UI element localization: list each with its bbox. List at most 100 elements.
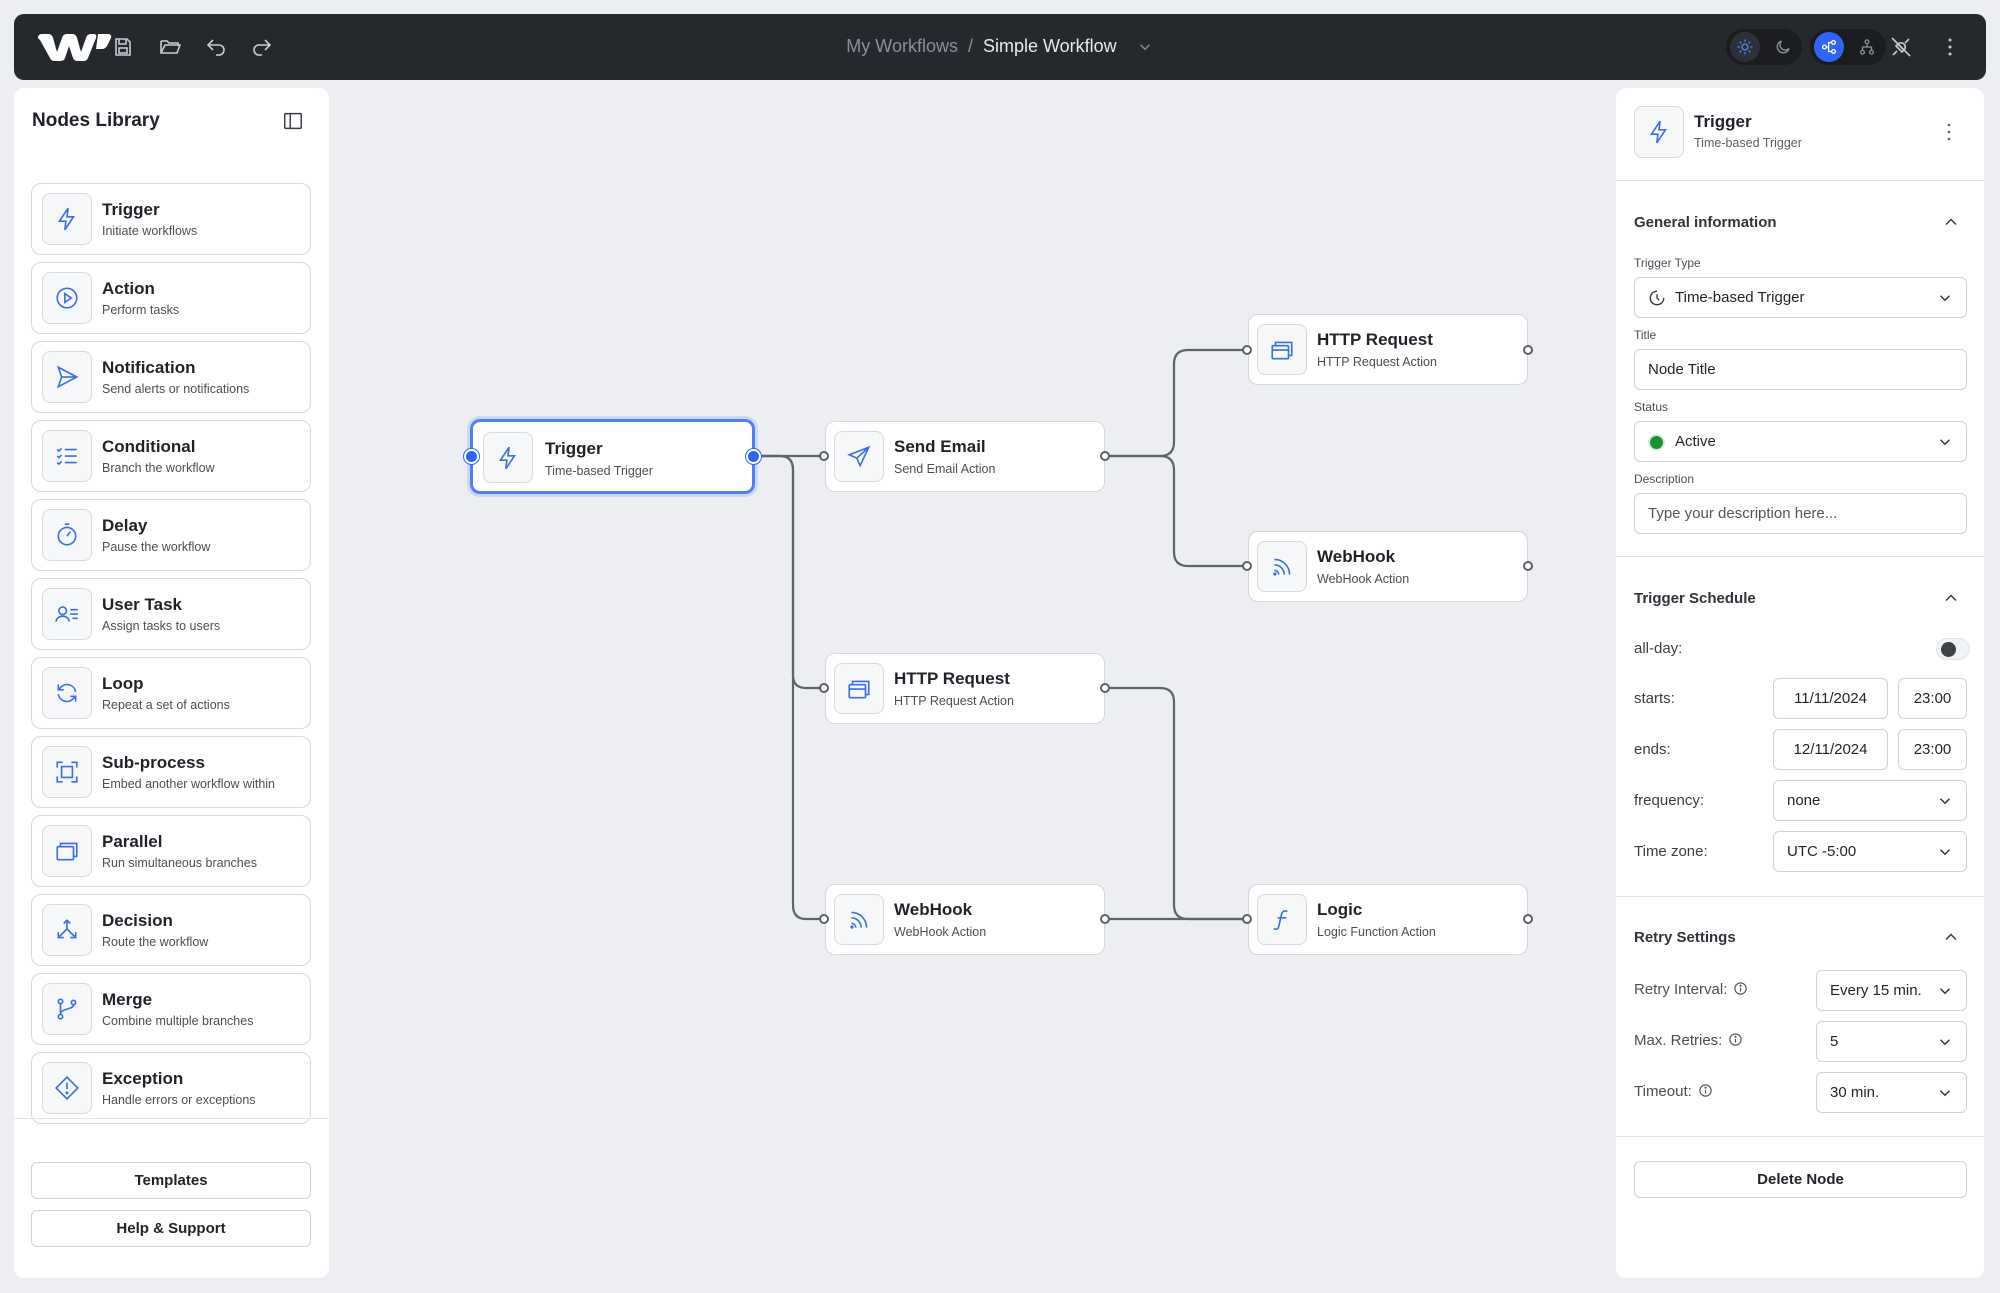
- starts-date-input[interactable]: 11/11/2024: [1773, 678, 1888, 719]
- hierarchy-icon: [1859, 39, 1875, 55]
- node-subtitle: HTTP Request Action: [1317, 355, 1437, 369]
- library-item-decision[interactable]: Decision Route the workflow: [31, 894, 311, 966]
- workflow-name[interactable]: Simple Workflow: [982, 36, 1117, 56]
- divider: [1616, 1136, 1984, 1137]
- timeout-label: Timeout:: [1634, 1083, 1713, 1100]
- retry-interval-select[interactable]: Every 15 min.: [1816, 970, 1967, 1011]
- select-value: none: [1787, 792, 1821, 809]
- description-input[interactable]: Type your description here...: [1634, 493, 1967, 534]
- save-icon[interactable]: [111, 35, 135, 59]
- node-output-port[interactable]: [1523, 561, 1533, 571]
- frequency-select[interactable]: none: [1773, 780, 1967, 821]
- theme-switcher: [1726, 29, 1802, 65]
- library-item-loop[interactable]: Loop Repeat a set of actions: [31, 657, 311, 729]
- field-label: Trigger Type: [1634, 256, 1701, 270]
- templates-button[interactable]: Templates: [31, 1162, 311, 1199]
- node-output-port[interactable]: [1100, 914, 1110, 924]
- starts-time-input[interactable]: 23:00: [1898, 678, 1967, 719]
- allday-toggle[interactable]: [1936, 638, 1970, 660]
- node-input-port[interactable]: [1242, 345, 1252, 355]
- max-retries-label: Max. Retries:: [1634, 1032, 1743, 1049]
- info-icon[interactable]: [1728, 1032, 1743, 1047]
- frequency-label: frequency:: [1634, 792, 1705, 809]
- node-output-port[interactable]: [1100, 683, 1110, 693]
- node-input-port[interactable]: [819, 914, 829, 924]
- node-input-port[interactable]: [819, 683, 829, 693]
- node-subtitle: WebHook Action: [894, 925, 987, 939]
- node-webhook-2[interactable]: WebHook WebHook Action: [1248, 531, 1528, 602]
- input-value: Node Title: [1648, 361, 1716, 378]
- library-item-action[interactable]: Action Perform tasks: [31, 262, 311, 334]
- chevron-down-icon: [1939, 849, 1951, 856]
- sidebar-toggle-icon[interactable]: [282, 110, 304, 132]
- timezone-select[interactable]: UTC -5:00: [1773, 831, 1967, 872]
- library-item-user-task[interactable]: User Task Assign tasks to users: [31, 578, 311, 650]
- dark-mode-button[interactable]: [1768, 32, 1798, 62]
- help-support-button[interactable]: Help & Support: [31, 1210, 311, 1247]
- library-item-notification[interactable]: Notification Send alerts or notification…: [31, 341, 311, 413]
- divider: [1616, 896, 1984, 897]
- app-logo[interactable]: [34, 30, 114, 64]
- tree-view-button[interactable]: [1852, 32, 1882, 62]
- node-output-port[interactable]: [746, 449, 761, 464]
- library-item-label: Notification: [102, 358, 196, 377]
- chevron-up-icon[interactable]: [1941, 212, 1961, 232]
- undo-icon[interactable]: [204, 35, 228, 59]
- library-item-delay[interactable]: Delay Pause the workflow: [31, 499, 311, 571]
- node-output-port[interactable]: [1523, 345, 1533, 355]
- info-icon[interactable]: [1698, 1083, 1713, 1098]
- library-item-desc: Perform tasks: [102, 303, 180, 317]
- select-value: Every 15 min.: [1830, 982, 1922, 999]
- play-circle-icon: [42, 272, 92, 324]
- info-icon[interactable]: [1733, 981, 1748, 996]
- node-output-port[interactable]: [1523, 914, 1533, 924]
- light-mode-button[interactable]: [1730, 32, 1760, 62]
- node-subtitle: HTTP Request Action: [894, 694, 1014, 708]
- node-send-email[interactable]: Send Email Send Email Action: [825, 421, 1105, 492]
- node-label: WebHook: [894, 900, 973, 919]
- node-http-request-2[interactable]: HTTP Request HTTP Request Action: [1248, 314, 1528, 385]
- library-item-trigger[interactable]: Trigger Initiate workflows: [31, 183, 311, 255]
- chevron-down-icon: [1939, 798, 1951, 805]
- node-input-port[interactable]: [819, 451, 829, 461]
- open-folder-icon[interactable]: [158, 35, 182, 59]
- library-item-conditional[interactable]: Conditional Branch the workflow: [31, 420, 311, 492]
- edge-trigger-to-webhook: [754, 454, 825, 921]
- divider: [1616, 180, 1984, 181]
- chevron-down-icon: [1939, 1039, 1951, 1046]
- node-input-port[interactable]: [1242, 914, 1252, 924]
- title-input[interactable]: Node Title: [1634, 349, 1967, 390]
- ends-date-input[interactable]: 12/11/2024: [1773, 729, 1888, 770]
- delete-node-button[interactable]: Delete Node: [1634, 1161, 1967, 1198]
- trigger-type-select[interactable]: Time-based Trigger: [1634, 277, 1967, 318]
- ends-label: ends:: [1634, 741, 1671, 758]
- node-label: WebHook: [1317, 547, 1396, 566]
- flow-view-button[interactable]: [1814, 32, 1844, 62]
- ends-time-input[interactable]: 23:00: [1898, 729, 1967, 770]
- node-output-port[interactable]: [1100, 451, 1110, 461]
- chevron-up-icon[interactable]: [1941, 927, 1961, 947]
- chevron-down-icon: [1939, 1090, 1951, 1097]
- node-trigger[interactable]: Trigger Time-based Trigger: [470, 419, 755, 494]
- status-select[interactable]: Active: [1634, 421, 1967, 462]
- max-retries-select[interactable]: 5: [1816, 1021, 1967, 1062]
- more-vertical-icon[interactable]: [1938, 35, 1962, 59]
- node-webhook[interactable]: WebHook WebHook Action: [825, 884, 1105, 955]
- more-vertical-icon[interactable]: [1946, 122, 1952, 142]
- plugin-off-icon[interactable]: [1889, 35, 1913, 59]
- library-item-label: Loop: [102, 674, 144, 693]
- library-item-sub-process[interactable]: Sub-process Embed another workflow withi…: [31, 736, 311, 808]
- timeout-select[interactable]: 30 min.: [1816, 1072, 1967, 1113]
- library-item-exception[interactable]: Exception Handle errors or exceptions: [31, 1052, 311, 1124]
- chevron-down-icon[interactable]: [1136, 38, 1154, 56]
- node-input-port[interactable]: [1242, 561, 1252, 571]
- library-item-parallel[interactable]: Parallel Run simultaneous branches: [31, 815, 311, 887]
- node-input-port[interactable]: [464, 449, 479, 464]
- library-item-merge[interactable]: Merge Combine multiple branches: [31, 973, 311, 1045]
- node-logic[interactable]: Logic Logic Function Action: [1248, 884, 1528, 955]
- send-icon: [834, 431, 884, 482]
- redo-icon[interactable]: [250, 35, 274, 59]
- chevron-up-icon[interactable]: [1941, 588, 1961, 608]
- breadcrumb-root[interactable]: My Workflows: [846, 36, 958, 56]
- node-http-request[interactable]: HTTP Request HTTP Request Action: [825, 653, 1105, 724]
